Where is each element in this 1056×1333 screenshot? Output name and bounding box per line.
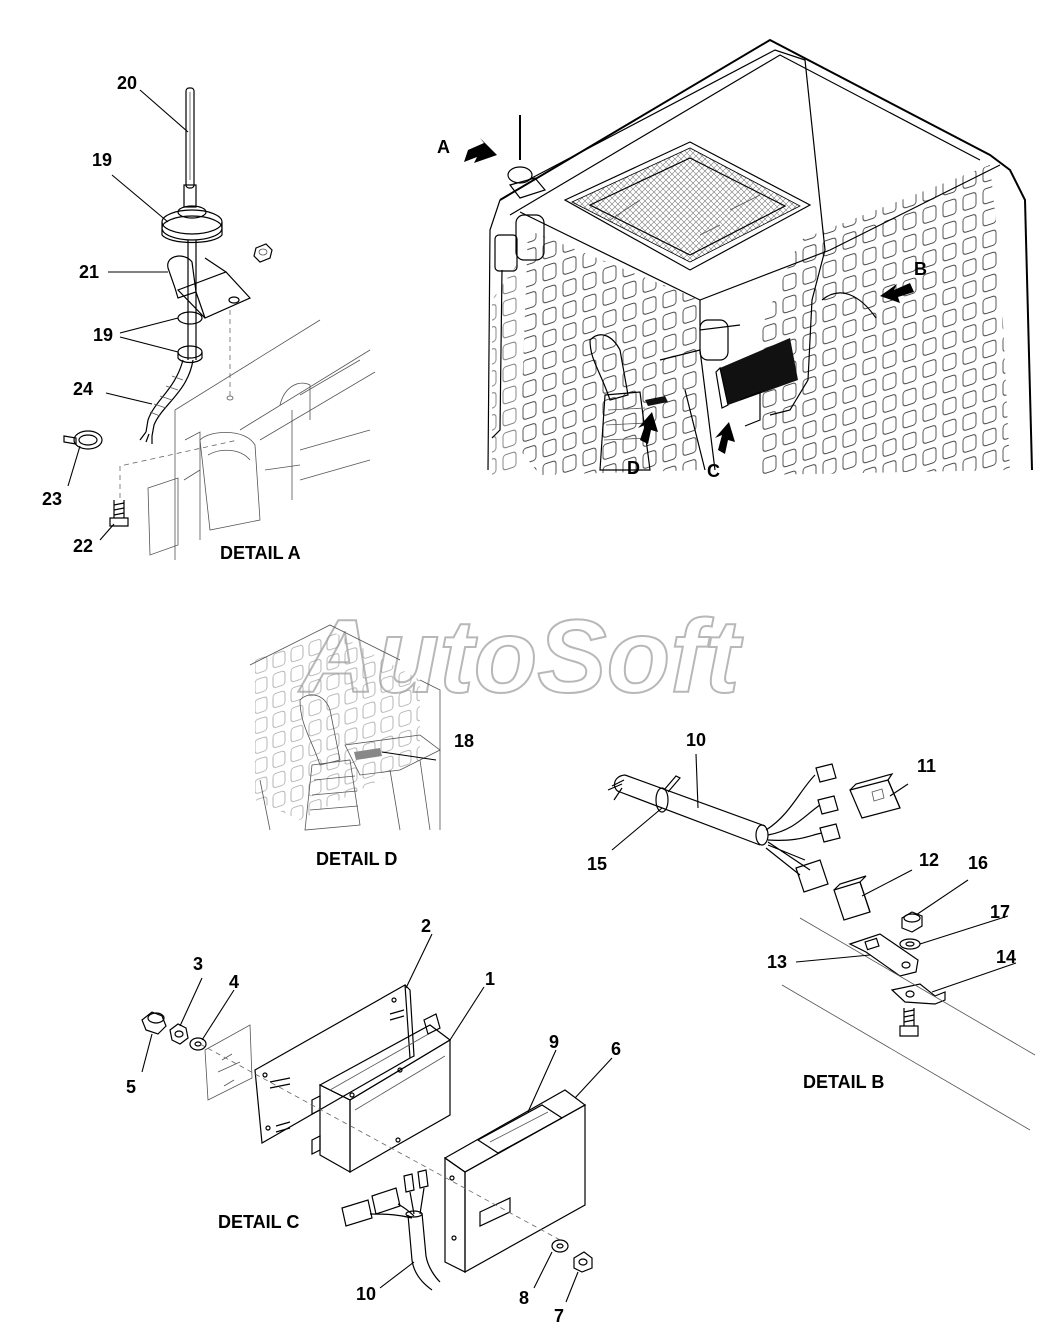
detail-c-drawing [141,984,593,1291]
callout-4: 4 [229,972,239,992]
callout-6: 6 [611,1039,621,1059]
callout-20: 20 [117,73,137,93]
callout-15: 15 [587,854,607,874]
callout-5: 5 [126,1077,136,1097]
view-marker-b: B [914,259,927,279]
callout-1: 1 [485,969,495,989]
detail-a-label: DETAIL A [220,543,301,563]
callout-17: 17 [990,902,1010,922]
view-marker-a: A [437,137,450,157]
callout-8: 8 [519,1288,529,1308]
callout-10-detail-b: 10 [686,730,706,750]
callout-12: 12 [919,850,939,870]
callout-22: 22 [73,536,93,556]
detail-a-drawing [63,87,376,560]
callout-10-detail-c: 10 [356,1284,376,1304]
callout-9: 9 [549,1032,559,1052]
detail-d-drawing [249,624,441,831]
callout-19-washers: 19 [93,325,113,345]
view-marker-c: C [707,461,720,481]
detail-b-label: DETAIL B [803,1072,884,1092]
callout-21: 21 [79,262,99,282]
detail-d-label: DETAIL D [316,849,397,869]
callout-16: 16 [968,853,988,873]
callout-19-base: 19 [92,150,112,170]
callout-23: 23 [42,489,62,509]
callout-7: 7 [554,1306,564,1326]
cab-overview [464,38,1033,475]
detail-c-label: DETAIL C [218,1212,299,1232]
view-marker-d: D [627,458,640,478]
callout-3: 3 [193,954,203,974]
callout-13: 13 [767,952,787,972]
leader-lines [67,89,1017,1303]
callout-14: 14 [996,947,1016,967]
callout-2: 2 [421,916,431,936]
callout-11: 11 [917,756,936,776]
callout-24: 24 [73,379,93,399]
callout-18: 18 [454,731,474,751]
detail-b-drawing [607,763,1036,1131]
